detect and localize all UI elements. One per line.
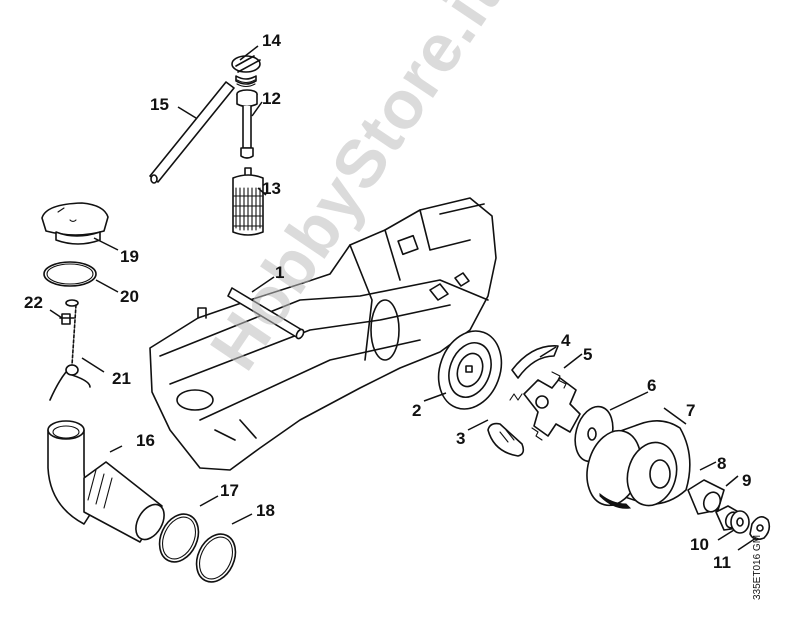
callout-8: 8	[717, 454, 727, 473]
callout-16: 16	[136, 431, 155, 450]
part-13-fuel-filter	[232, 167, 264, 236]
part-2-pulley-disc	[437, 330, 503, 410]
callout-19: 19	[120, 247, 139, 266]
part-15-hose	[149, 81, 235, 184]
callout-3: 3	[456, 429, 466, 448]
callout-14: 14	[262, 31, 281, 50]
callout-12: 12	[262, 89, 281, 108]
part-5-tension-spring	[509, 371, 567, 441]
callout-21: 21	[112, 369, 131, 388]
part-19-filler-cap	[41, 202, 109, 245]
callout-22: 22	[24, 293, 43, 312]
leader-lines	[49, 45, 757, 551]
part-8-needle-cage	[687, 479, 725, 515]
part-17-o-ring	[158, 513, 200, 563]
callout-13: 13	[262, 179, 281, 198]
callout-18: 18	[256, 501, 275, 520]
part-22-screw	[59, 313, 75, 325]
crankcase-housing	[149, 197, 497, 471]
clutch-carrier	[523, 377, 581, 437]
callout-11: 11	[713, 553, 731, 572]
callout-2: 2	[412, 401, 422, 420]
callout-5: 5	[583, 345, 593, 364]
callout-10: 10	[690, 535, 709, 554]
drawing-code: 335ET016 GM	[752, 534, 763, 600]
callout-20: 20	[120, 287, 139, 306]
part-4-clutch-shoe	[511, 345, 559, 379]
part-16-elbow-fitting	[47, 420, 165, 543]
callout-4: 4	[561, 331, 571, 350]
part-7-clutch-drum	[586, 420, 691, 509]
callout-9: 9	[742, 471, 752, 490]
part-18-o-ring	[195, 533, 237, 583]
part-3-clutch-shoe	[487, 422, 525, 457]
part-20-o-ring	[43, 261, 97, 287]
callout-17: 17	[220, 481, 239, 500]
callout-1: 1	[275, 263, 285, 282]
callout-15: 15	[150, 95, 169, 114]
part-21-chain-retainer	[49, 299, 91, 401]
part-1-dowel-pin	[227, 287, 305, 340]
callout-7: 7	[686, 401, 696, 420]
callout-6: 6	[647, 376, 657, 395]
part-14-tank-vent	[231, 55, 261, 88]
part-12-pickup-hose	[236, 89, 258, 159]
part-10-washer	[730, 510, 750, 534]
